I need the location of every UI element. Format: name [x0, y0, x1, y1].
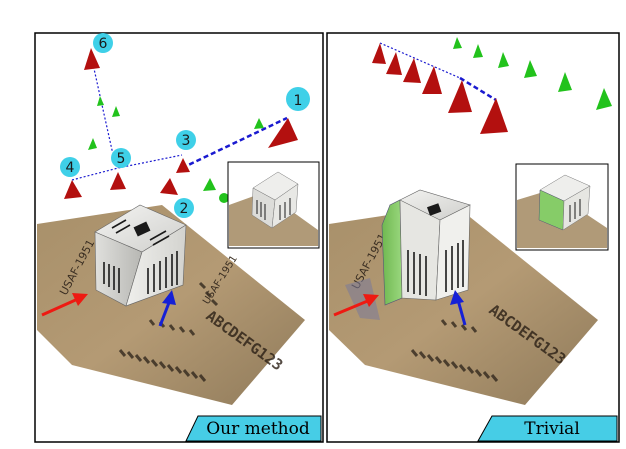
- svg-text:Our method: Our method: [206, 419, 310, 439]
- panel-our-method: ABCDEFG123 USAF-1951 USAF-1951: [34, 32, 324, 443]
- camera-label-3: 3: [176, 130, 196, 150]
- camera-label-1: 1: [286, 87, 310, 111]
- virtual-cube: [94, 204, 187, 307]
- red-arrow-icon: [333, 294, 379, 317]
- svg-text:4: 4: [66, 160, 75, 176]
- svg-text:1: 1: [294, 93, 303, 109]
- blue-arrow-icon: [450, 290, 467, 326]
- svg-text:5: 5: [117, 151, 126, 167]
- caption-our-method: Our method: [185, 415, 322, 442]
- camera-label-6: 6: [93, 33, 113, 53]
- camera-label-4: 4: [60, 157, 80, 177]
- blue-arrow-icon: [158, 290, 176, 327]
- camera-frustum-icon: [88, 96, 264, 203]
- caption-trivial: Trivial: [477, 415, 618, 442]
- camera-label-2: 2: [174, 198, 194, 218]
- svg-text:2: 2: [180, 201, 189, 217]
- inset-view-our-method: [227, 161, 320, 249]
- camera-path: [71, 54, 288, 181]
- camera-frustum-icon: [64, 48, 298, 199]
- svg-text:6: 6: [99, 36, 108, 52]
- red-arrow-icon: [41, 293, 88, 317]
- camera-frustum-icon: [453, 37, 612, 110]
- svg-text:Trivial: Trivial: [524, 419, 580, 439]
- virtual-cube-trivial: [381, 189, 471, 306]
- inset-view-trivial: [515, 163, 609, 251]
- panel-trivial: ABCDEFG123 USAF-1951: [326, 32, 620, 443]
- camera-path-trivial: [379, 42, 497, 102]
- svg-text:3: 3: [182, 133, 191, 149]
- camera-label-5: 5: [111, 148, 131, 168]
- camera-frustum-icon: [372, 43, 508, 134]
